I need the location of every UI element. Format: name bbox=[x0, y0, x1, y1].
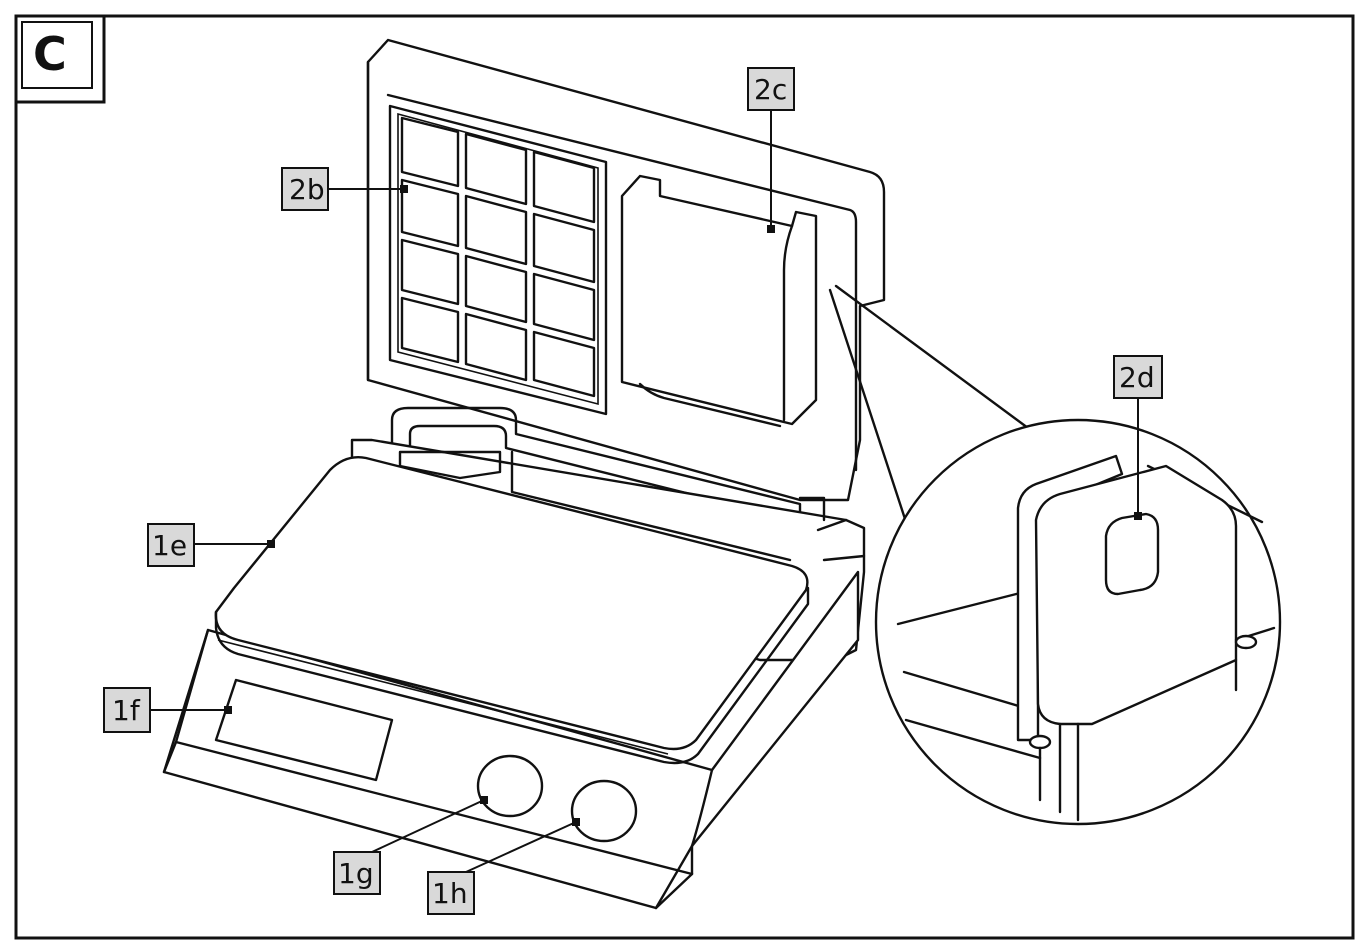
label-1f: 1f bbox=[103, 687, 232, 733]
grid-cells bbox=[400, 116, 596, 398]
label-2b: 2b bbox=[281, 167, 408, 211]
panel-letter-box: C bbox=[14, 14, 106, 104]
base-display bbox=[214, 678, 394, 782]
panel-letter: C bbox=[33, 27, 67, 81]
svg-text:1e: 1e bbox=[152, 529, 187, 562]
scale-device bbox=[162, 38, 886, 910]
svg-text:1h: 1h bbox=[432, 877, 468, 910]
weighing-plate bbox=[214, 456, 809, 751]
svg-text:2b: 2b bbox=[289, 173, 325, 206]
label-1e: 1e bbox=[147, 523, 275, 567]
label-holder bbox=[620, 174, 818, 428]
label-1g: 1g bbox=[333, 796, 488, 895]
svg-text:1f: 1f bbox=[112, 694, 141, 727]
label-2c: 2c bbox=[747, 67, 795, 233]
label-1h: 1h bbox=[427, 818, 580, 915]
zoom-detail bbox=[896, 454, 1276, 822]
svg-text:2c: 2c bbox=[754, 73, 787, 106]
figure-frame bbox=[14, 14, 1355, 940]
svg-text:1g: 1g bbox=[338, 857, 374, 890]
zoom-callout bbox=[828, 284, 1282, 826]
svg-text:2d: 2d bbox=[1119, 361, 1155, 394]
knob-right bbox=[570, 779, 638, 843]
label-2d: 2d bbox=[1113, 355, 1163, 520]
knob-left bbox=[476, 754, 544, 818]
